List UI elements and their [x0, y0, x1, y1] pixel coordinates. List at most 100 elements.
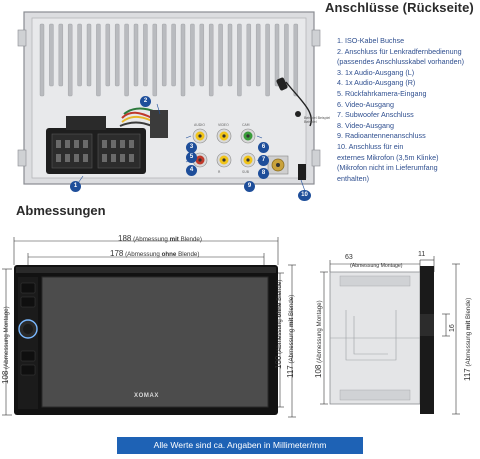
dim-text-bold: mit [288, 317, 295, 328]
vent-slot [246, 23, 252, 87]
side-depth-label: (Abmessung Montage) [350, 263, 403, 269]
vent-slot [105, 23, 111, 87]
mic-example-label: Beispiel Beispiel Beispiel [304, 116, 331, 125]
dim-text: (Abmessung Montage) [316, 300, 323, 363]
side-depth-value: 63 [345, 254, 353, 261]
connection-item: 2. Anschluss für Lenkradfernbedienung (p… [337, 46, 465, 67]
vent-slot [255, 23, 261, 87]
connection-item: 3. 1x Audio-Ausgang (L) [337, 67, 415, 77]
rca-jacks [192, 128, 256, 168]
height-mount-value: 108 [1, 370, 10, 384]
height-without-bezel-value: 100 [274, 355, 283, 369]
side-height-with-bezel-value: 117 [463, 368, 472, 381]
height-mount-label: 108 (Abmessung Montage) [1, 306, 10, 384]
width-with-bezel-value: 188 [118, 234, 132, 243]
connection-list: 1. ISO-Kabel Buchse 2. Anschluss für Len… [337, 36, 480, 184]
iso-pin [120, 154, 125, 162]
vent-slot [274, 23, 280, 87]
side-small-value: 16 [449, 324, 456, 332]
vent-slot [265, 23, 270, 97]
marker-5: 5 [186, 152, 197, 163]
iso-pin [74, 140, 79, 148]
connection-item: 10. Anschluss für ein externes Mikrofon … [337, 141, 439, 183]
iso-pin [83, 154, 88, 162]
dim-text: Blende) [178, 236, 202, 243]
dim-text-bold: mit [465, 320, 472, 331]
vent-slot [208, 23, 214, 97]
side-height-with-bezel-label: 117 (Abmessung mit Blende) [463, 298, 472, 381]
dim-text-bold: ohne [161, 251, 177, 258]
iso-pin [65, 154, 70, 162]
connection-item: 7. Subwoofer Anschluss [337, 110, 414, 120]
vent-slot [293, 23, 298, 97]
dimensions-title: Abmessungen [16, 203, 106, 218]
height-with-bezel-value: 117 [286, 365, 295, 378]
vent-slot [96, 23, 101, 97]
vent-slot [171, 23, 176, 87]
side-height-mount-value: 108 [314, 364, 323, 378]
vent-slot [180, 23, 186, 97]
dim-text: Blende) [276, 279, 283, 303]
dim-text-bold: mit [169, 236, 179, 243]
iso-pin [111, 140, 116, 148]
iso-pin [111, 154, 116, 162]
marker-2: 2 [140, 96, 151, 107]
mic-jack [298, 164, 306, 180]
width-without-bezel-label: 178 (Abmessung ohne Blende) [110, 249, 199, 258]
marker-4: 4 [186, 165, 197, 176]
width-without-bezel-value: 178 [110, 249, 124, 258]
dim-text: (Abmessung [125, 251, 162, 258]
marker-1: 1 [70, 181, 81, 192]
vent-slots [39, 23, 298, 97]
dim-text: (Abmessung [288, 327, 295, 364]
vent-slot [49, 23, 54, 87]
iso-pin [65, 140, 70, 148]
iso-pin [56, 154, 61, 162]
connection-item: 1. ISO-Kabel Buchse [337, 36, 405, 45]
connection-item: 6. Video-Ausgang [337, 99, 395, 109]
vent-slot [114, 23, 120, 87]
svg-text:CAM: CAM [242, 123, 250, 127]
antenna-socket [267, 155, 289, 175]
connection-item: 8. Video-Ausgang [337, 120, 395, 130]
connection-item: 5. Rückfahrkamera-Eingang [337, 88, 427, 98]
dim-text: Blende) [176, 251, 200, 258]
iso-connector [46, 116, 146, 174]
iso-pin [74, 154, 79, 162]
marker-7: 7 [258, 155, 269, 166]
iso-pin [129, 154, 134, 162]
dim-text: (Abmessung [465, 330, 472, 367]
iso-pin [102, 154, 107, 162]
brand-logo: XOMAX [134, 393, 160, 399]
front-view-illustration [2, 237, 296, 418]
connection-item: 9. Radioantennenanschluss [337, 131, 426, 141]
vent-slot [133, 23, 139, 87]
vent-slot [124, 23, 129, 97]
vent-slot [58, 23, 63, 87]
iso-pin [83, 140, 88, 148]
vent-slot [39, 23, 45, 97]
side-view-illustration [320, 256, 460, 415]
footer-note-banner: Alle Werte sind ca. Angaben in Millimete… [117, 437, 363, 454]
iso-pin [102, 140, 107, 148]
vent-slot [68, 23, 73, 97]
vent-slot [161, 23, 167, 87]
iso-pin [56, 140, 61, 148]
vent-slot [227, 23, 233, 87]
iso-pin [129, 140, 134, 148]
vent-slot [77, 23, 82, 87]
marker-8: 8 [258, 168, 269, 179]
side-bezel-depth-value: 11 [418, 251, 426, 258]
mic-example [276, 77, 312, 127]
height-with-bezel-label: 117 (Abmessung mit Blende) [286, 295, 295, 378]
vent-slot [284, 23, 289, 87]
svg-text:SUB: SUB [242, 170, 250, 174]
vent-slot [190, 23, 195, 87]
svg-text:AUDIO: AUDIO [194, 123, 205, 127]
width-with-bezel-label: 188 (Abmessung mit Blende) [118, 234, 202, 243]
connection-item: 4. 1x Audio-Ausgang (R) [337, 78, 416, 88]
marker-10: 10 [298, 190, 311, 201]
height-without-bezel-label: 100 (Abmessung ohne Blende) [274, 280, 283, 369]
svg-text:R: R [218, 170, 221, 174]
dim-text: Blende) [288, 294, 295, 318]
